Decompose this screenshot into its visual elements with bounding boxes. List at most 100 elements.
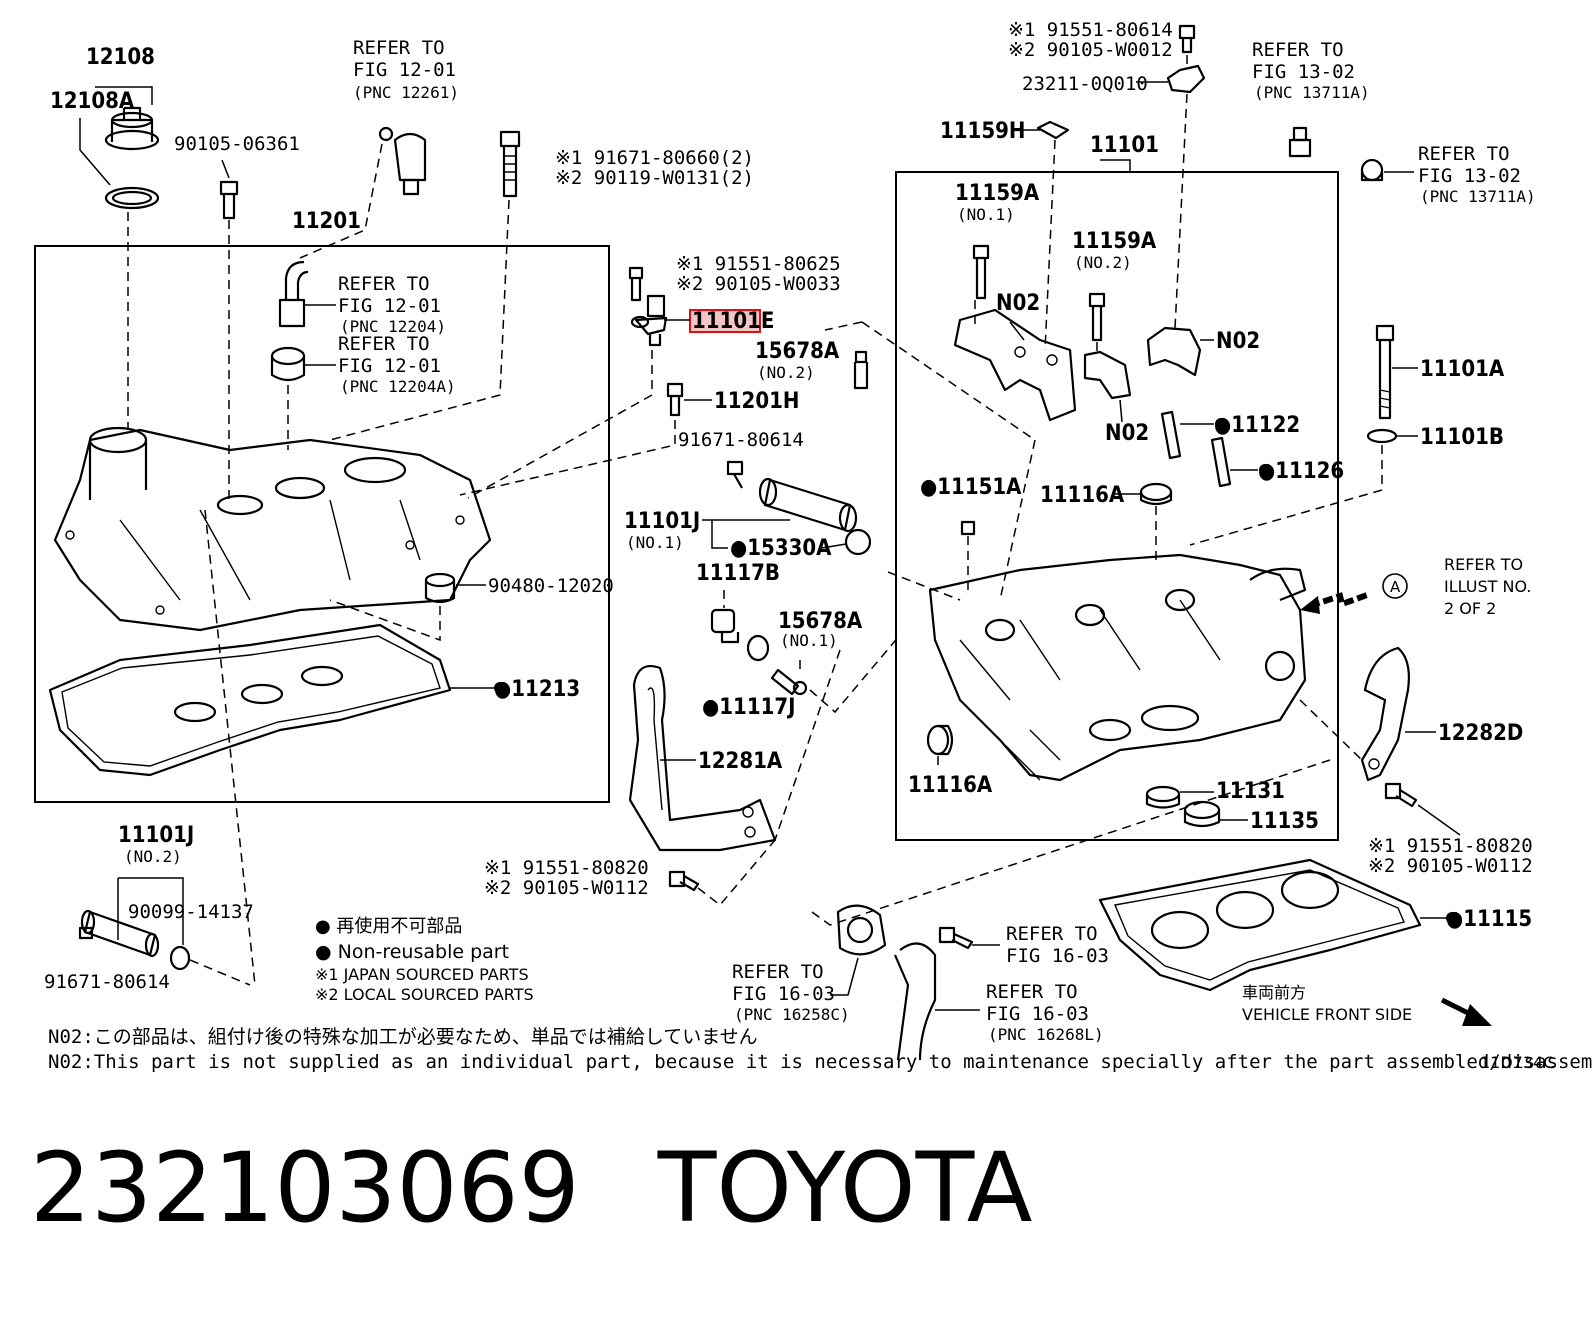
bolt-91551-80625-drawing [628,266,644,302]
head-bolt-11101a-drawing [1375,324,1395,420]
label-90105-w0033: ※2 90105-W0033 [676,273,841,295]
refer-13711a2-b: FIG 13-02 [1418,165,1521,187]
refer-illust-c: 2 OF 2 [1444,599,1496,618]
label-91671-80660: ※1 91671-80660(2) [555,147,754,169]
seal-11116a-lower-drawing [926,724,954,756]
label-11101j-no1: 11101J [624,509,700,534]
refer-12204a-c: (PNC 12204A) [340,377,456,396]
plug-11117b-drawing [710,608,770,662]
legend-non-reusable-jp: ● 再使用不可部品 [315,916,462,937]
plug-11159h-drawing [1036,120,1070,140]
label-11213: ●11213 [494,677,580,702]
plug-13711a-upper-drawing [1288,126,1312,158]
cam-bearing-cap-drawing [953,308,1202,422]
refer-illust-b: ILLUST NO. [1444,577,1531,596]
exhaust-pipe-drawing [893,942,937,1061]
refer-12261-b: FIG 12-01 [353,59,456,81]
refer-12204-a: REFER TO [338,273,430,295]
label-12282d: 12282D [1438,721,1523,746]
label-11101a: 11101A [1420,357,1505,382]
vehicle-front-en: VEHICLE FRONT SIDE [1242,1005,1412,1024]
refer-12261-c: (PNC 12261) [353,83,459,102]
refer-12204a-a: REFER TO [338,333,430,355]
label-11101j-no2-sub: (NO.2) [124,847,182,866]
label-15678a-no1: 15678A [778,609,863,634]
label-11201: 11201 [292,209,361,234]
label-11115: ●11115 [1446,907,1532,932]
label-n02-c: N02 [1105,421,1149,446]
bolt-11159a-no2-drawing [1088,292,1106,342]
pcv-valve-drawing [378,126,427,196]
bolt-16-03-drawing [938,926,974,950]
valve-guide-11126-drawing [1210,436,1232,488]
seal-11135-drawing [1183,800,1221,828]
plug-90480-drawing [424,572,456,604]
bolt-91551-80820-right-drawing [1384,782,1418,808]
label-11117b: 11117B [696,561,780,586]
label-11101: 11101 [1090,133,1159,158]
label-11151a: ●11151A [920,475,1022,500]
illustration-code: 11D734C [1480,1053,1554,1072]
brand-name: TOYOTA [657,1132,1033,1244]
refer-16258c-c: (PNC 16258C) [734,1005,850,1024]
note-n02-en: N02:This part is not supplied as an indi… [48,1051,1592,1073]
bolt-90105-06361-drawing [219,180,239,220]
plug-11151a-drawing [960,520,976,536]
label-91551-80820-right: ※1 91551-80820 [1368,835,1533,857]
exhaust-gasket-drawing [836,904,887,956]
bolt-11201h-drawing [666,382,684,417]
cover-gasket-drawing [48,623,452,777]
note-n02-jp: N02:この部品は、組付け後の特殊な加工が必要なため、単品では補給していません [48,1026,758,1048]
label-11159a-no1: 11159A [955,181,1040,206]
label-11101j-no1-sub: (NO.1) [626,533,684,552]
label-n02-b: N02 [1216,329,1260,354]
label-12281a: 12281A [698,749,783,774]
callout-a-circle [1382,573,1408,599]
refer-12204-b: FIG 12-01 [338,295,441,317]
refer-16258c-b: FIG 16-03 [732,983,835,1005]
legend-japan-sourced: ※1 JAPAN SOURCED PARTS [315,965,529,984]
vehicle-front-jp: 車両前方 [1242,983,1306,1002]
refer-13711a2-c: (PNC 13711A) [1420,187,1536,206]
label-90105-06361: 90105-06361 [174,133,300,155]
label-11201h: 11201H [714,389,799,414]
head-gasket-drawing [1098,858,1422,992]
refer-16258c-a: REFER TO [732,961,824,983]
label-12108: 12108 [86,45,155,70]
pcv-hose-drawing [278,260,309,328]
label-11159h: 11159H [940,119,1025,144]
label-15678a-no2: 15678A [755,339,840,364]
refer-16268l-a: REFER TO [986,981,1078,1003]
refer-16-03-b: FIG 16-03 [1006,945,1109,967]
label-11159a-no1-sub: (NO.1) [957,205,1015,224]
stud-15678a-no2-drawing [853,350,869,390]
label-n02-a: N02 [996,291,1040,316]
label-15330a: ●15330A [730,536,832,561]
refer-illust-a: REFER TO [1444,555,1523,574]
refer-13711a-c: (PNC 13711A) [1254,83,1370,102]
plug-13711a-right-drawing [1360,158,1384,182]
refer-13711a2-a: REFER TO [1418,143,1510,165]
refer-16268l-b: FIG 16-03 [986,1003,1089,1025]
label-91551-80820-mid: ※1 91551-80820 [484,857,649,879]
valve-guide-11122-drawing [1160,410,1182,460]
label-11122: ●11122 [1214,413,1300,438]
label-11131: 11131 [1216,779,1285,804]
refer-13711a-a: REFER TO [1252,39,1344,61]
cylinder-head-cover-drawing [53,426,492,632]
oil-control-valve-drawing [726,460,872,556]
legend-local-sourced: ※2 LOCAL SOURCED PARTS [315,985,534,1004]
oil-control-valve-no2-drawing [78,909,191,971]
label-11126: ●11126 [1258,459,1344,484]
refer-12204a-b: FIG 12-01 [338,355,441,377]
engine-hanger-12281a-drawing [628,664,777,852]
refer-16-03-a: REFER TO [1006,923,1098,945]
refer-12204-c: (PNC 12204) [340,317,446,336]
label-90119-w0131: ※2 90119-W0131(2) [555,167,754,189]
engine-hanger-12282d-drawing [1360,646,1410,782]
highlight-box [689,309,761,333]
label-90105-w0112-right: ※2 90105-W0112 [1368,855,1533,877]
head-group-frame [895,171,1339,841]
